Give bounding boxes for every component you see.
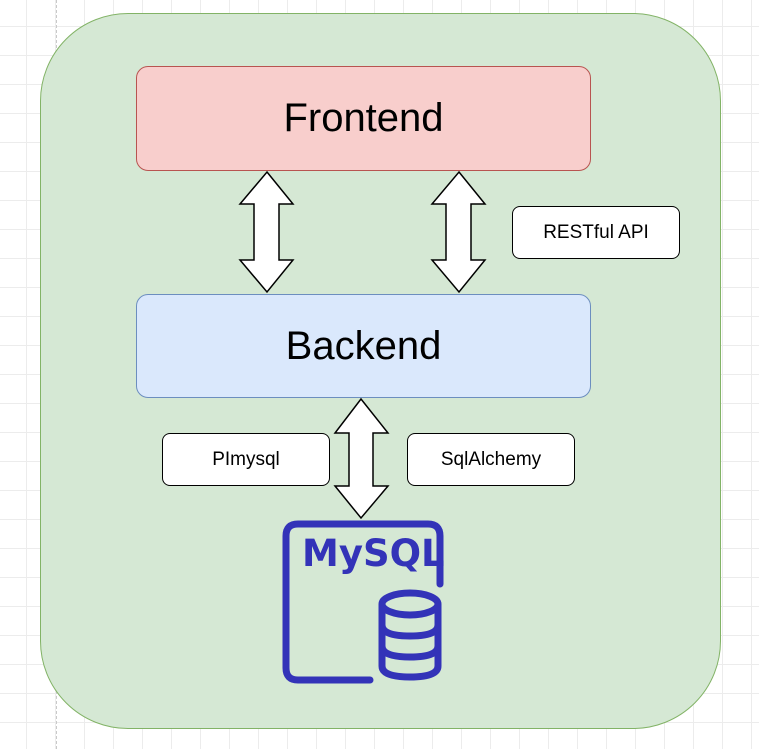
pimysql-label-box[interactable]: PImysql xyxy=(162,433,330,486)
double-arrow-database[interactable] xyxy=(333,397,390,520)
backend-block[interactable]: Backend xyxy=(136,294,591,398)
mysql-database[interactable]: MySQL xyxy=(280,520,450,688)
sqlalchemy-label-box[interactable]: SqlAlchemy xyxy=(407,433,575,486)
sqlalchemy-label: SqlAlchemy xyxy=(440,448,542,470)
frontend-label: Frontend xyxy=(283,96,444,140)
double-arrow-right[interactable] xyxy=(430,170,487,294)
restful-api-label-box[interactable]: RESTful API xyxy=(512,206,680,259)
backend-label: Backend xyxy=(285,323,442,368)
restful-api-label: RESTful API xyxy=(543,221,649,243)
frontend-block[interactable]: Frontend xyxy=(136,66,591,171)
mysql-document-icon xyxy=(282,520,444,684)
mysql-logo-text: MySQL xyxy=(302,532,445,575)
database-icon xyxy=(378,589,442,681)
double-arrow-left[interactable] xyxy=(238,170,295,294)
pimysql-label: PImysql xyxy=(212,448,280,470)
